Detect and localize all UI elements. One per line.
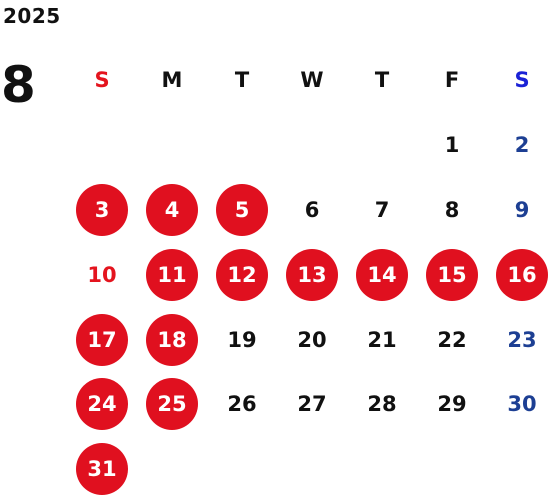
empty-cell xyxy=(347,113,417,178)
day-cell[interactable]: 6 xyxy=(277,178,347,243)
day-cell[interactable]: 24 xyxy=(67,372,137,437)
day-cell[interactable]: 19 xyxy=(207,307,277,372)
day-number-27: 27 xyxy=(297,392,327,417)
day-number-16: 16 xyxy=(496,248,548,301)
day-cell[interactable]: 16 xyxy=(487,242,548,307)
year-label: 2025 xyxy=(3,4,61,28)
day-cell[interactable]: 31 xyxy=(67,437,137,502)
day-cell[interactable]: 23 xyxy=(487,307,548,372)
day-cell[interactable]: 28 xyxy=(347,372,417,437)
day-number-14: 14 xyxy=(356,248,408,301)
day-number-29: 29 xyxy=(437,392,467,417)
day-number-5: 5 xyxy=(216,183,268,236)
weekday-label: T xyxy=(234,68,250,93)
weekday-header-monday: M xyxy=(137,48,207,113)
day-number-24: 24 xyxy=(76,378,128,431)
weekday-label: S xyxy=(514,68,530,93)
empty-cell xyxy=(137,113,207,178)
day-number-1: 1 xyxy=(444,133,460,158)
day-cell[interactable]: 15 xyxy=(417,242,487,307)
day-cell[interactable]: 22 xyxy=(417,307,487,372)
day-number-31: 31 xyxy=(76,443,128,496)
weekday-label: S xyxy=(94,68,110,93)
day-number-17: 17 xyxy=(76,313,128,366)
weekday-label: M xyxy=(161,68,183,93)
weekday-label: F xyxy=(444,68,460,93)
day-cell[interactable]: 30 xyxy=(487,372,548,437)
day-cell[interactable]: 1 xyxy=(417,113,487,178)
day-cell[interactable]: 5 xyxy=(207,178,277,243)
day-number-18: 18 xyxy=(146,313,198,366)
day-cell[interactable]: 29 xyxy=(417,372,487,437)
day-number-10: 10 xyxy=(87,262,117,287)
day-number-20: 20 xyxy=(297,327,327,352)
day-number-25: 25 xyxy=(146,378,198,431)
weekday-header-thursday: T xyxy=(347,48,417,113)
day-cell[interactable]: 7 xyxy=(347,178,417,243)
day-number-23: 23 xyxy=(507,327,537,352)
weekday-label: T xyxy=(374,68,390,93)
day-number-11: 11 xyxy=(146,248,198,301)
day-cell[interactable]: 11 xyxy=(137,242,207,307)
day-cell[interactable]: 14 xyxy=(347,242,417,307)
weekday-header-wednesday: W xyxy=(277,48,347,113)
empty-cell xyxy=(67,113,137,178)
day-cell[interactable]: 3 xyxy=(67,178,137,243)
day-cell[interactable]: 12 xyxy=(207,242,277,307)
day-number-7: 7 xyxy=(374,197,390,222)
day-cell[interactable]: 9 xyxy=(487,178,548,243)
month-number: 8 xyxy=(1,56,36,114)
day-number-21: 21 xyxy=(367,327,397,352)
day-cell[interactable]: 13 xyxy=(277,242,347,307)
weekday-header-tuesday: T xyxy=(207,48,277,113)
day-cell[interactable]: 8 xyxy=(417,178,487,243)
day-cell[interactable]: 27 xyxy=(277,372,347,437)
day-cell[interactable]: 17 xyxy=(67,307,137,372)
day-cell[interactable]: 18 xyxy=(137,307,207,372)
day-number-19: 19 xyxy=(227,327,257,352)
day-cell[interactable]: 26 xyxy=(207,372,277,437)
day-number-3: 3 xyxy=(76,183,128,236)
day-cell[interactable]: 10 xyxy=(67,242,137,307)
weekday-header-friday: F xyxy=(417,48,487,113)
day-number-4: 4 xyxy=(146,183,198,236)
day-cell[interactable]: 4 xyxy=(137,178,207,243)
day-cell[interactable]: 2 xyxy=(487,113,548,178)
weekday-header-saturday: S xyxy=(487,48,548,113)
day-number-22: 22 xyxy=(437,327,467,352)
day-number-9: 9 xyxy=(514,197,530,222)
weekday-label: W xyxy=(300,68,324,93)
day-cell[interactable]: 21 xyxy=(347,307,417,372)
weekday-header-sunday: S xyxy=(67,48,137,113)
day-number-26: 26 xyxy=(227,392,257,417)
day-cell[interactable]: 25 xyxy=(137,372,207,437)
day-number-6: 6 xyxy=(304,197,320,222)
day-number-13: 13 xyxy=(286,248,338,301)
empty-cell xyxy=(207,113,277,178)
empty-cell xyxy=(277,113,347,178)
day-cell[interactable]: 20 xyxy=(277,307,347,372)
day-number-15: 15 xyxy=(426,248,478,301)
day-number-30: 30 xyxy=(507,392,537,417)
day-number-8: 8 xyxy=(444,197,460,222)
day-number-28: 28 xyxy=(367,392,397,417)
day-number-2: 2 xyxy=(514,133,530,158)
day-number-12: 12 xyxy=(216,248,268,301)
